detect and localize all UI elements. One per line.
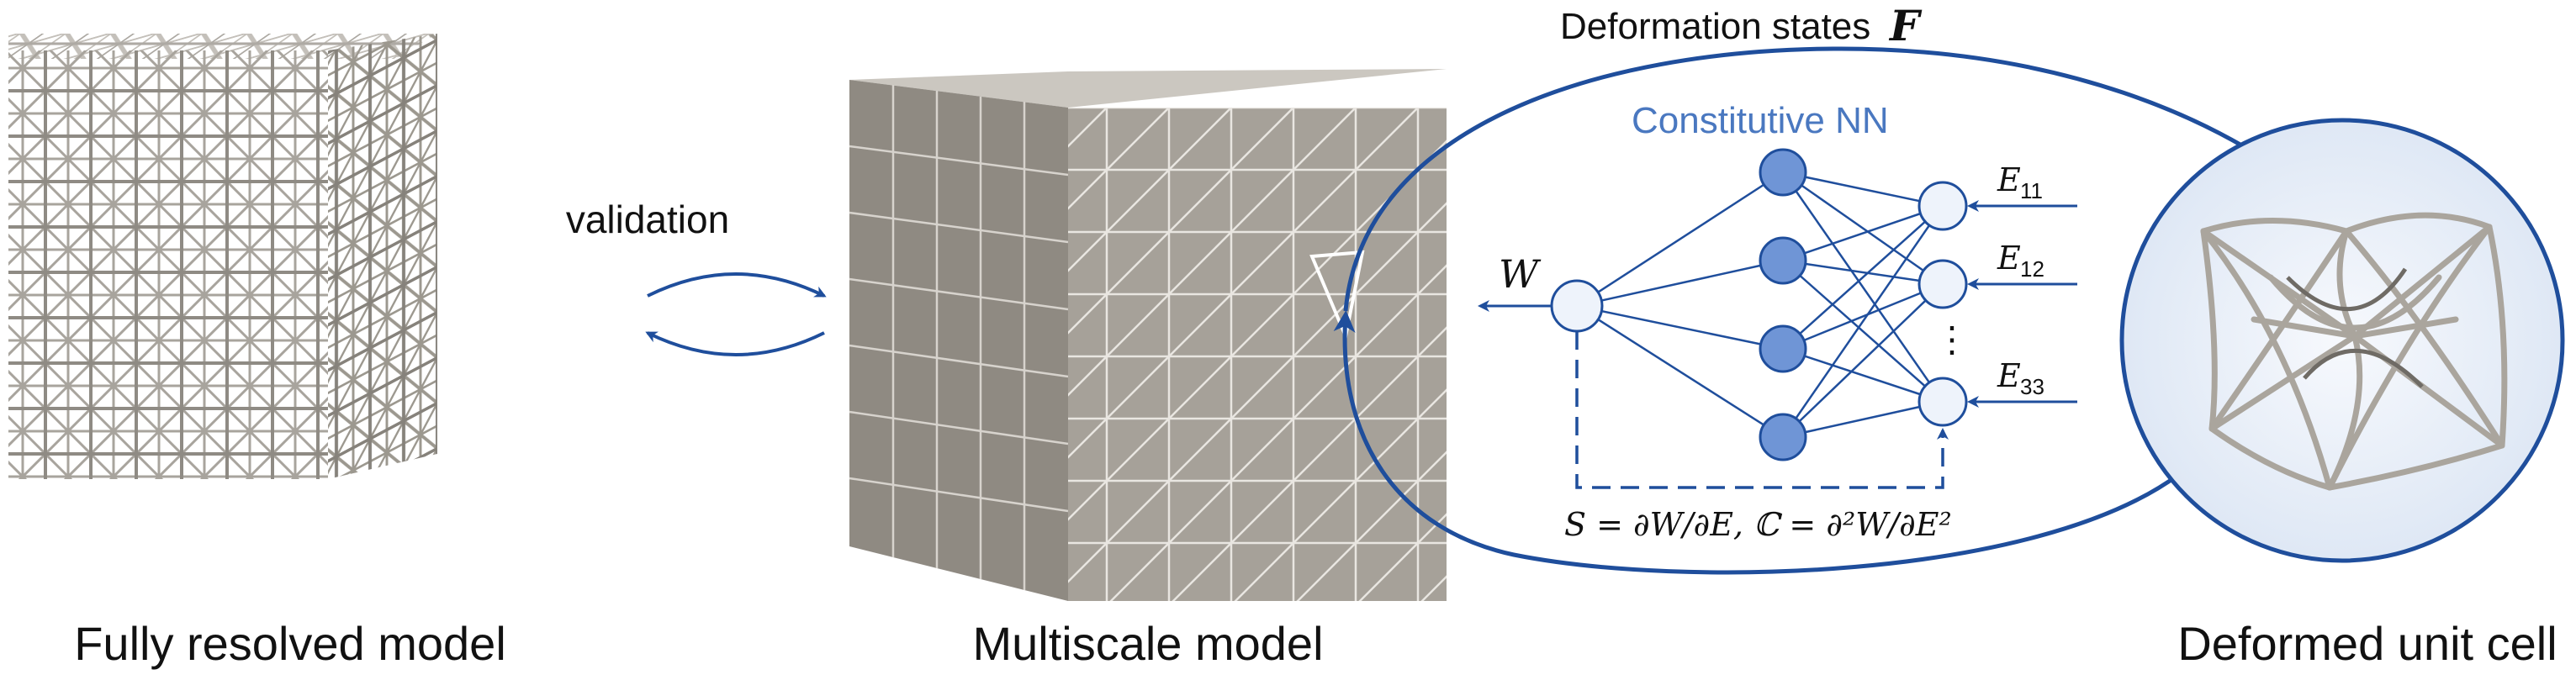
nn-output-node: [1550, 279, 1604, 333]
multiscale-cube-top: [849, 69, 1447, 108]
unit-cell-struts-dark: [2286, 267, 2424, 388]
highlighted-element: [1309, 250, 1365, 342]
nn-input-node: [1917, 377, 1968, 427]
arrow-left-icon: [645, 331, 825, 356]
nn-input-node: [1917, 181, 1968, 231]
formula: S = ∂W/∂E, ℂ = ∂²W/∂E²: [1564, 506, 1952, 543]
arrow-right-icon: [647, 272, 827, 298]
multiscale-cube: [849, 69, 1447, 601]
deformation-symbol: F: [1888, 1, 1923, 50]
svg-text:12: 12: [2020, 256, 2044, 282]
input-label-e33: E 33: [1997, 357, 2044, 399]
input-label-e11: E 11: [1997, 161, 2043, 203]
neural-network: [1576, 171, 1944, 439]
feedback-dashed-line: [1575, 331, 1949, 489]
multiscale-cube-side-mesh: [849, 85, 1069, 590]
deformed-unit-cell: [2119, 118, 2565, 563]
validation-label: validation: [566, 198, 729, 241]
nn-input-node: [1917, 259, 1968, 309]
nn-hidden-node: [1759, 324, 1807, 373]
lattice-cube-front-face: [8, 50, 328, 479]
loop-ellipse: [1343, 46, 2288, 312]
svg-text:11: 11: [2020, 178, 2043, 203]
svg-text:33: 33: [2020, 374, 2044, 399]
lattice-cube: [8, 34, 437, 479]
caption-multiscale: Multiscale model: [972, 617, 1323, 670]
nn-hidden-node: [1759, 236, 1807, 285]
unit-cell-struts: [2200, 212, 2508, 491]
multiscale-cube-side: [849, 80, 1068, 601]
svg-text:E: E: [1997, 357, 2021, 394]
loop-ellipse-lower: [1333, 310, 2180, 575]
nn-title: Constitutive NN: [1632, 100, 1889, 141]
svg-text:E: E: [1997, 240, 2021, 277]
nn-hidden-node: [1759, 413, 1807, 461]
caption-deformed-unit-cell: Deformed unit cell: [2177, 617, 2557, 670]
lattice-cube-side-face: [328, 34, 437, 479]
deformation-label: Deformation states: [1560, 6, 1870, 47]
nn-hidden-node: [1759, 148, 1807, 197]
output-label: W: [1499, 251, 1542, 297]
caption-fully-resolved: Fully resolved model: [74, 617, 506, 670]
unit-cell-circle: [2119, 118, 2565, 563]
multiscale-cube-front: [1068, 108, 1447, 601]
input-ellipsis: ⋮: [1934, 319, 1970, 359]
input-label-e12: E 12: [1997, 240, 2044, 282]
svg-text:E: E: [1997, 161, 2021, 198]
